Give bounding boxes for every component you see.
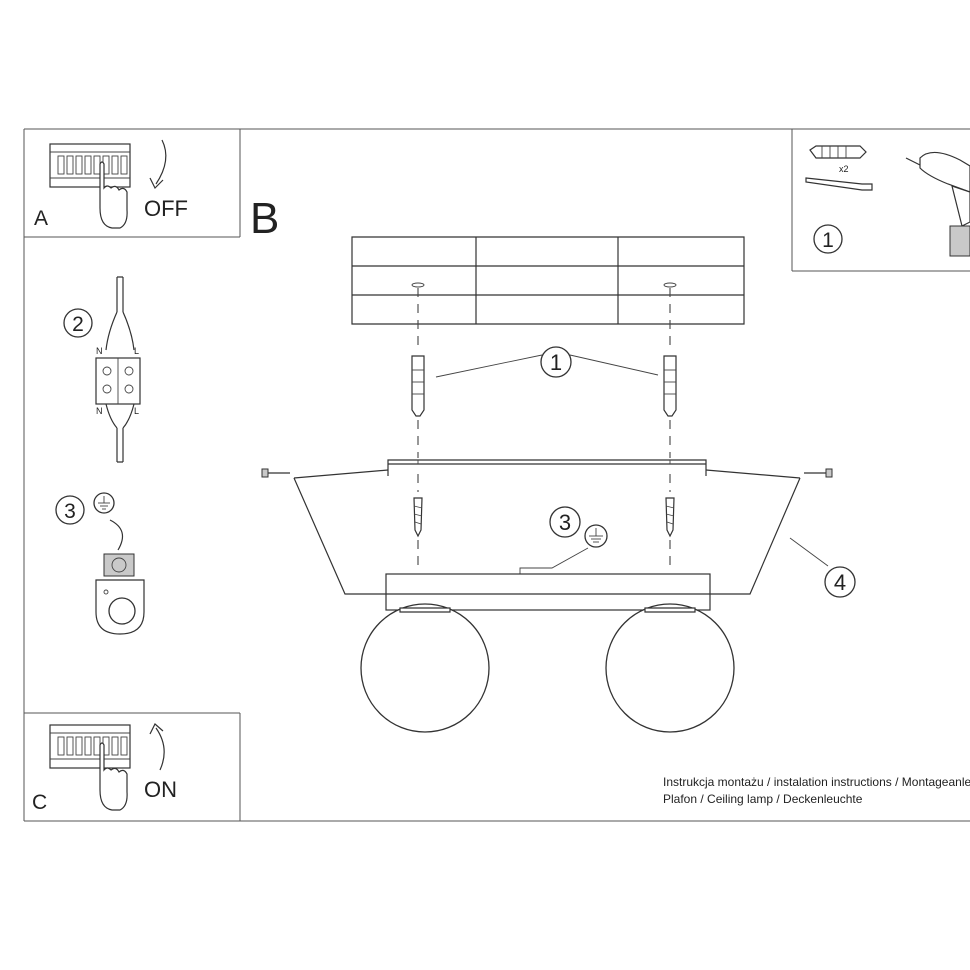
caption-line-1: Instrukcja montażu / instalation instruc… [663, 775, 970, 789]
ground-symbol-icon [93, 492, 115, 514]
mounting-bracket [387, 459, 707, 476]
wall-plug-left-icon [411, 355, 425, 417]
panel-a-power-off: A OFF [34, 139, 188, 230]
lamp-base-bar [385, 573, 711, 611]
arrow-up-icon [155, 727, 165, 771]
mounting-kit: x2 1 [805, 145, 970, 257]
step-2-number: 2 [72, 313, 84, 336]
ground-callout [549, 506, 581, 538]
globe-right [605, 603, 735, 733]
drill-icon [905, 151, 970, 257]
wire-top-right-label: L [134, 346, 139, 356]
step-3-callout [55, 495, 85, 525]
panel-c-letter: C [32, 791, 47, 814]
kit-callout-number: 1 [822, 229, 834, 252]
panel-a-action: OFF [144, 196, 188, 221]
panel-a-letter: A [34, 207, 48, 230]
wire-bottom-right-label: L [134, 406, 139, 416]
wire-bottom-left-label: N [96, 406, 103, 416]
kit-quantity: x2 [839, 164, 849, 174]
frame-callout-number: 4 [834, 570, 846, 595]
panel-b-assembly: B [250, 194, 856, 733]
globe-left [360, 603, 490, 733]
dowels-callout [540, 346, 572, 378]
wall-plug-right-icon [663, 355, 677, 417]
panel-b-letter: B [250, 194, 279, 243]
screw-left-icon [413, 497, 423, 538]
kit-callout [813, 224, 843, 254]
ground-callout-number: 3 [559, 510, 571, 535]
screw-right-icon [665, 497, 675, 538]
side-screw-left-icon [261, 468, 290, 478]
panel-c-power-on: C ON [32, 723, 177, 814]
caption-line-2: Plafon / Ceiling lamp / Deckenleuchte [663, 792, 863, 806]
lamp-cable [105, 403, 135, 463]
arrow-down-icon [155, 139, 167, 185]
ground-terminal-icon [95, 553, 145, 635]
canopy-frame [293, 469, 801, 595]
step-2-callout [63, 308, 93, 338]
instructions-caption: Instrukcja montażu / instalation instruc… [663, 775, 970, 806]
ceiling-block [351, 236, 745, 325]
terminal-block-icon [95, 357, 141, 405]
hand-icon [99, 161, 128, 229]
grounding-step: 3 [55, 492, 145, 635]
wiring-step: 2 N L N L [63, 276, 141, 463]
frame-callout [824, 566, 856, 598]
dowels-callout-number: 1 [550, 350, 562, 375]
supply-cable [116, 276, 124, 312]
panel-c-action: ON [144, 777, 177, 802]
hand-icon [99, 742, 128, 811]
diagram-frames [23, 128, 970, 822]
side-screw-right-icon [804, 468, 833, 478]
breaker-box-icon [49, 724, 131, 769]
step-3-number: 3 [64, 500, 76, 523]
screw-icon [805, 177, 873, 191]
breaker-box-icon [49, 143, 131, 188]
wire-top-left-label: N [96, 346, 103, 356]
ground-symbol-icon [584, 524, 608, 548]
